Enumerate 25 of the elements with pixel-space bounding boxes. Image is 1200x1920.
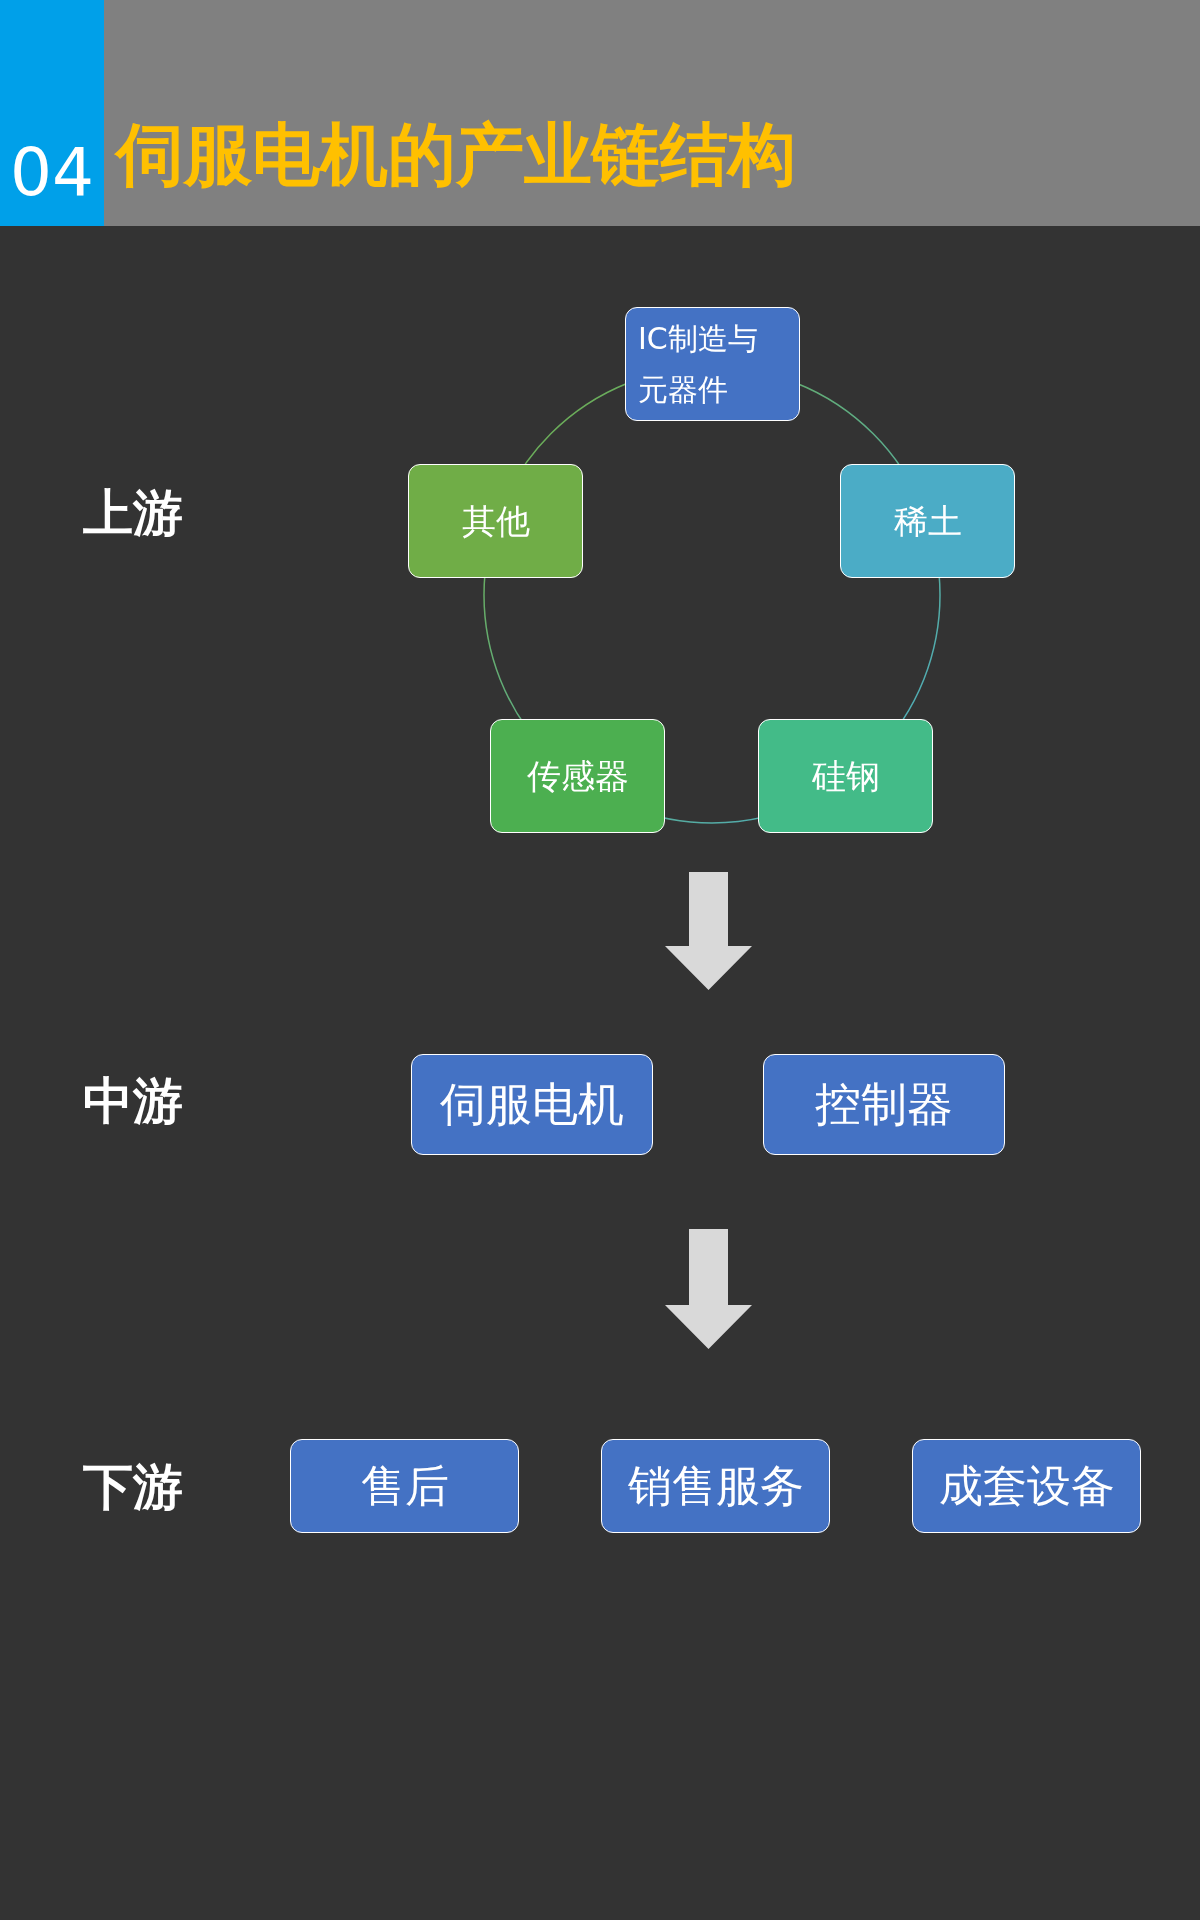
node-text: 销售服务 [626, 1459, 805, 1513]
application-box [290, 1439, 519, 1533]
stage-label: 下游 [83, 1462, 183, 1512]
product-box [411, 1054, 653, 1155]
stage-label: 中游 [83, 1076, 183, 1126]
supplier-box [758, 719, 933, 833]
node-text: 售后 [359, 1459, 450, 1513]
node-text: 稀土 [892, 500, 963, 542]
node-text: IC制造与元器件 [637, 320, 759, 409]
product-box [763, 1054, 1005, 1155]
supplier-box [840, 464, 1015, 578]
node-text: 控制器 [814, 1076, 954, 1133]
node-text: 成套设备 [937, 1459, 1116, 1513]
node-text: 硅钢 [810, 755, 881, 797]
node-text: 传感器 [525, 755, 630, 797]
node-text: 其他 [460, 500, 531, 542]
stage-label: 上游 [83, 488, 183, 538]
application-box [912, 1439, 1141, 1533]
node-text: 伺服电机 [439, 1076, 625, 1133]
supplier-box [408, 464, 583, 578]
section-number: 04 [10, 140, 94, 206]
supplier-box [490, 719, 665, 833]
supplier-box [625, 307, 800, 421]
title: 伺服电机的产业链结构 [116, 118, 796, 193]
application-box [601, 1439, 830, 1533]
